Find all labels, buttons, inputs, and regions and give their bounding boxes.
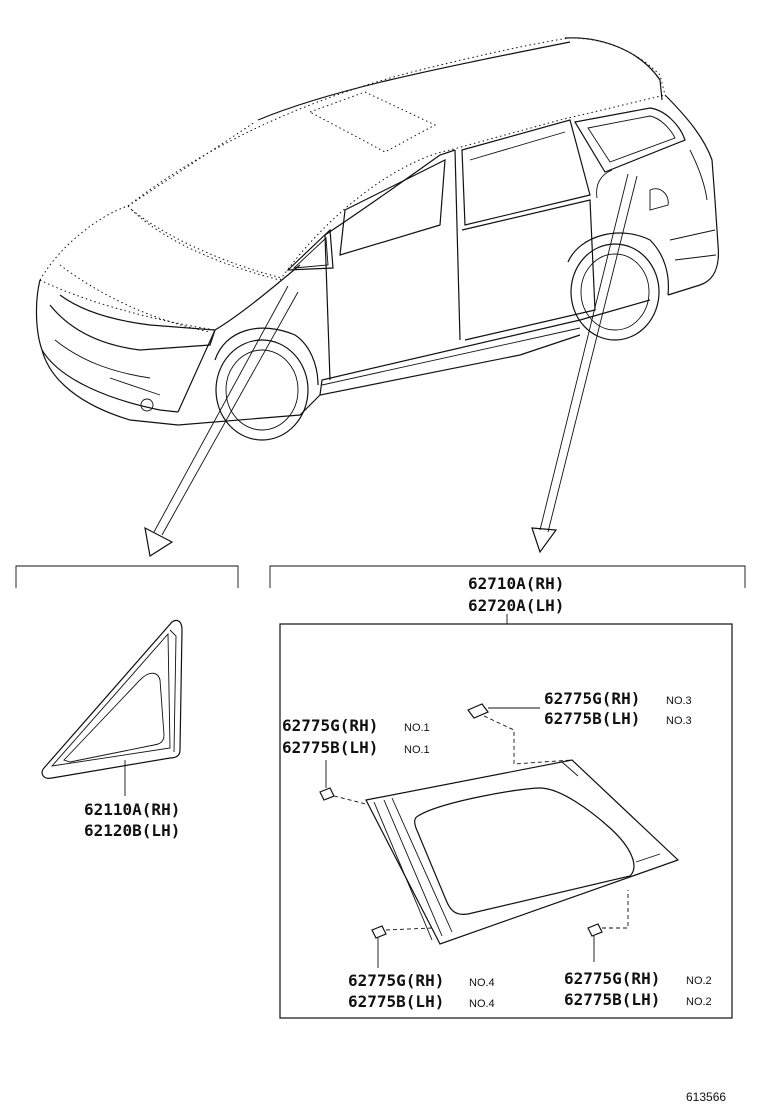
callout-clip-no2-rh: 62775G(RH) — [564, 969, 660, 988]
callout-clip-no1-pos: NO.1 — [404, 722, 430, 734]
callout-rear-quarter-rh: 62710A(RH) — [468, 574, 564, 593]
callout-clip-no2-pos-lh: NO.2 — [686, 996, 712, 1008]
callout-clip-no1-lh: 62775B(LH) — [282, 738, 378, 757]
detail-frame — [279, 623, 733, 1019]
callout-clip-no3-pos: NO.3 — [666, 695, 692, 707]
rear-quarter-glass — [365, 759, 680, 945]
callout-rear-quarter-lh: 62720A(LH) — [468, 596, 564, 615]
callout-clip-no4-pos: NO.4 — [469, 977, 495, 989]
rear-quarter-panel: 62710A(RH) 62720A(LH) — [269, 565, 746, 1019]
clip-no3 — [467, 703, 573, 765]
front-quarter-panel: 62110A(RH) 62120B(LH) — [15, 565, 239, 840]
callout-clip-no4-rh: 62775G(RH) — [348, 971, 444, 990]
callout-clip-no1-rh: 62775G(RH) — [282, 716, 378, 735]
front-quarter-window — [41, 619, 183, 779]
clip-no1 — [319, 760, 367, 805]
callout-clip-no2-pos: NO.2 — [686, 975, 712, 987]
illustration-number: 613566 — [686, 1090, 726, 1104]
callout-front-quarter-rh: 62110A(RH) — [84, 800, 180, 819]
leader-arrows — [144, 173, 638, 557]
callout-clip-no1-pos-lh: NO.1 — [404, 744, 430, 756]
vehicle-illustration — [35, 37, 720, 441]
callout-front-quarter-lh: 62120B(LH) — [84, 821, 180, 840]
callout-clip-no4-pos-lh: NO.4 — [469, 998, 495, 1010]
clip-no2 — [587, 890, 629, 962]
callout-clip-no4-lh: 62775B(LH) — [348, 992, 444, 1011]
callout-clip-no3-lh: 62775B(LH) — [544, 709, 640, 728]
callout-clip-no2-lh: 62775B(LH) — [564, 990, 660, 1009]
callout-clip-no3-pos-lh: NO.3 — [666, 715, 692, 727]
callout-clip-no3-rh: 62775G(RH) — [544, 689, 640, 708]
clip-no4 — [371, 925, 433, 968]
